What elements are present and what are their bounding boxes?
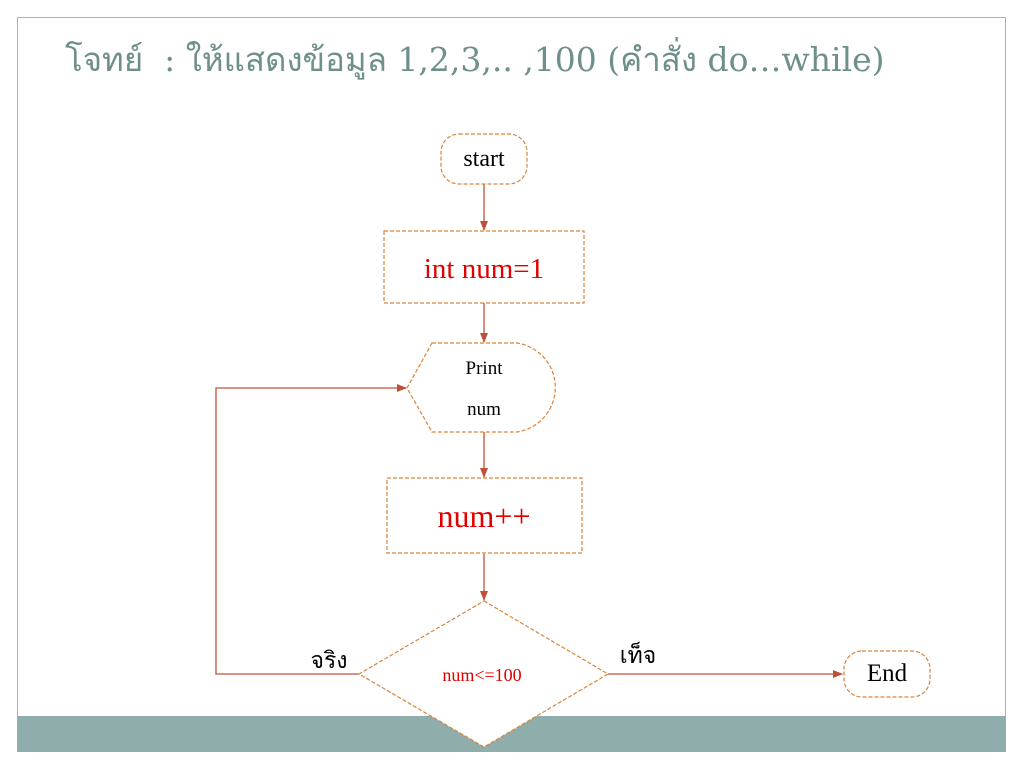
false-branch-label: เท็จ xyxy=(620,640,657,668)
print-label-line1: Print xyxy=(466,358,504,379)
true-branch-label: จริง xyxy=(310,648,347,673)
end-label: End xyxy=(867,660,908,687)
init-label: int num=1 xyxy=(424,253,544,285)
connectors xyxy=(215,184,843,678)
init-process-box xyxy=(383,230,585,304)
page-title: โจทย์ : ให้แสดงข้อมูล 1,2,3,.. ,100 (คำส… xyxy=(65,40,885,79)
condition-decision xyxy=(357,600,610,748)
print-display-shape xyxy=(406,342,556,433)
connector-true-loop xyxy=(215,384,407,675)
print-label-line2: num xyxy=(467,399,501,420)
end-terminator xyxy=(843,650,931,698)
increment-process-box xyxy=(386,477,583,554)
increment-label: num++ xyxy=(438,498,531,534)
start-terminator xyxy=(440,133,528,185)
condition-label: num<=100 xyxy=(442,665,521,685)
start-label: start xyxy=(463,146,505,172)
